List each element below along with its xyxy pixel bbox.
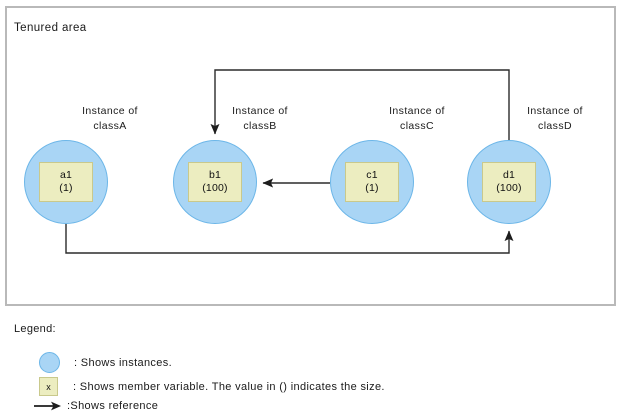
legend-item-reference: :Shows reference [33, 400, 158, 412]
member-variable-b1: b1 (100) [188, 162, 242, 202]
tenured-area-label: Tenured area [14, 22, 87, 34]
caption-classA-line1: Instance of [82, 105, 138, 117]
instance-node-c1[interactable]: c1 (1) [330, 140, 414, 224]
member-variable-c1: c1 (1) [345, 162, 399, 202]
reference-arrow-icon [34, 401, 61, 411]
legend-item-instance-text: : Shows instances. [74, 356, 173, 369]
instance-node-d1[interactable]: d1 (100) [467, 140, 551, 224]
caption-classC-line1: Instance of [389, 105, 445, 117]
legend-item-member-variable-text: : Shows member variable. The value in ()… [73, 380, 385, 393]
member-variable-square-glyph: x [46, 381, 51, 392]
member-name-a1: a1 [59, 168, 73, 181]
member-name-b1: b1 [208, 168, 222, 181]
member-variable-square-icon: x [39, 377, 58, 396]
instance-node-a1[interactable]: a1 (1) [24, 140, 108, 224]
member-size-c1: (1) [365, 182, 379, 194]
caption-classD: Instance of classD [500, 104, 610, 134]
caption-classD-line2: classD [538, 120, 572, 133]
member-name-d1: d1 [502, 168, 516, 181]
caption-classA-line2: classA [93, 120, 127, 133]
member-variable-d1: d1 (100) [482, 162, 536, 202]
legend-item-reference-text: :Shows reference [67, 400, 159, 412]
caption-classB-line1: Instance of [232, 105, 288, 117]
member-size-a1: (1) [59, 182, 73, 194]
caption-classB-line2: classB [243, 120, 277, 133]
caption-classD-line1: Instance of [527, 105, 583, 117]
caption-classC-line2: classC [400, 120, 434, 133]
member-variable-a1: a1 (1) [39, 162, 93, 202]
caption-classB: Instance of classB [205, 104, 315, 134]
legend-item-member-variable: x : Shows member variable. The value in … [39, 377, 385, 396]
instance-node-b1[interactable]: b1 (100) [173, 140, 257, 224]
member-size-b1: (100) [202, 182, 228, 194]
member-name-c1: c1 [366, 168, 378, 181]
member-size-d1: (100) [496, 182, 522, 194]
instance-circle-icon [39, 352, 60, 373]
caption-classA: Instance of classA [55, 104, 165, 134]
legend-title: Legend: [14, 323, 56, 335]
caption-classC: Instance of classC [362, 104, 472, 134]
legend-item-instance: : Shows instances. [39, 352, 172, 373]
